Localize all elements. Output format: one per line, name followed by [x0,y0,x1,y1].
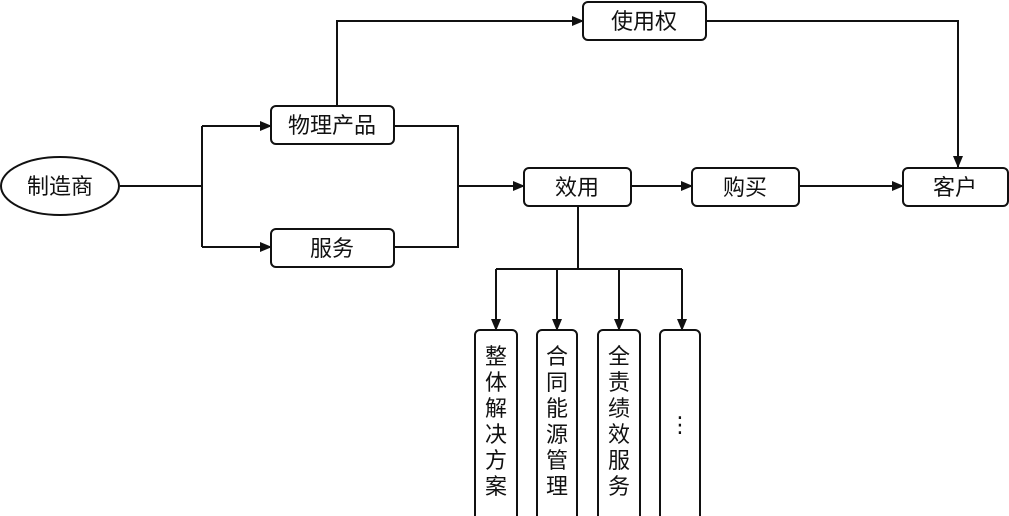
node-customer: 客户 [902,167,1009,207]
node-purchase: 购买 [691,167,800,207]
physical-product-label: 物理产品 [288,114,376,139]
sub-item-full-performance-service: 全责绩效服务 [597,329,641,516]
node-service: 服务 [270,228,395,268]
manufacturer-label: 制造商 [27,175,93,200]
service-label: 服务 [310,237,354,262]
node-physical-product: 物理产品 [270,105,395,145]
utility-label: 效用 [555,176,599,201]
sub-items: 整体解决方案 合同能源管理 全责绩效服务 ⋮ [474,329,701,516]
purchase-label: 购买 [723,176,767,201]
node-manufacturer: 制造商 [0,156,120,216]
sub-item-more: ⋮ [659,329,701,516]
node-usage-right: 使用权 [582,1,707,41]
arrow-usage-to-customer [706,20,963,168]
customer-label: 客户 [933,176,977,201]
sub-item-label: 整体解决方案 [485,345,507,500]
line-product-merge [394,125,459,248]
node-utility: 效用 [523,167,632,207]
arrow-to-usage-right [336,16,584,106]
sub-item-label: 合同能源管理 [546,345,568,500]
sub-item-overall-solution: 整体解决方案 [474,329,518,516]
usage-right-label: 使用权 [611,10,677,35]
connectors [120,16,963,331]
more-ellipsis: ⋮ [669,413,691,438]
sub-item-energy-management: 合同能源管理 [536,329,578,516]
sub-item-label: 全责绩效服务 [608,345,630,500]
